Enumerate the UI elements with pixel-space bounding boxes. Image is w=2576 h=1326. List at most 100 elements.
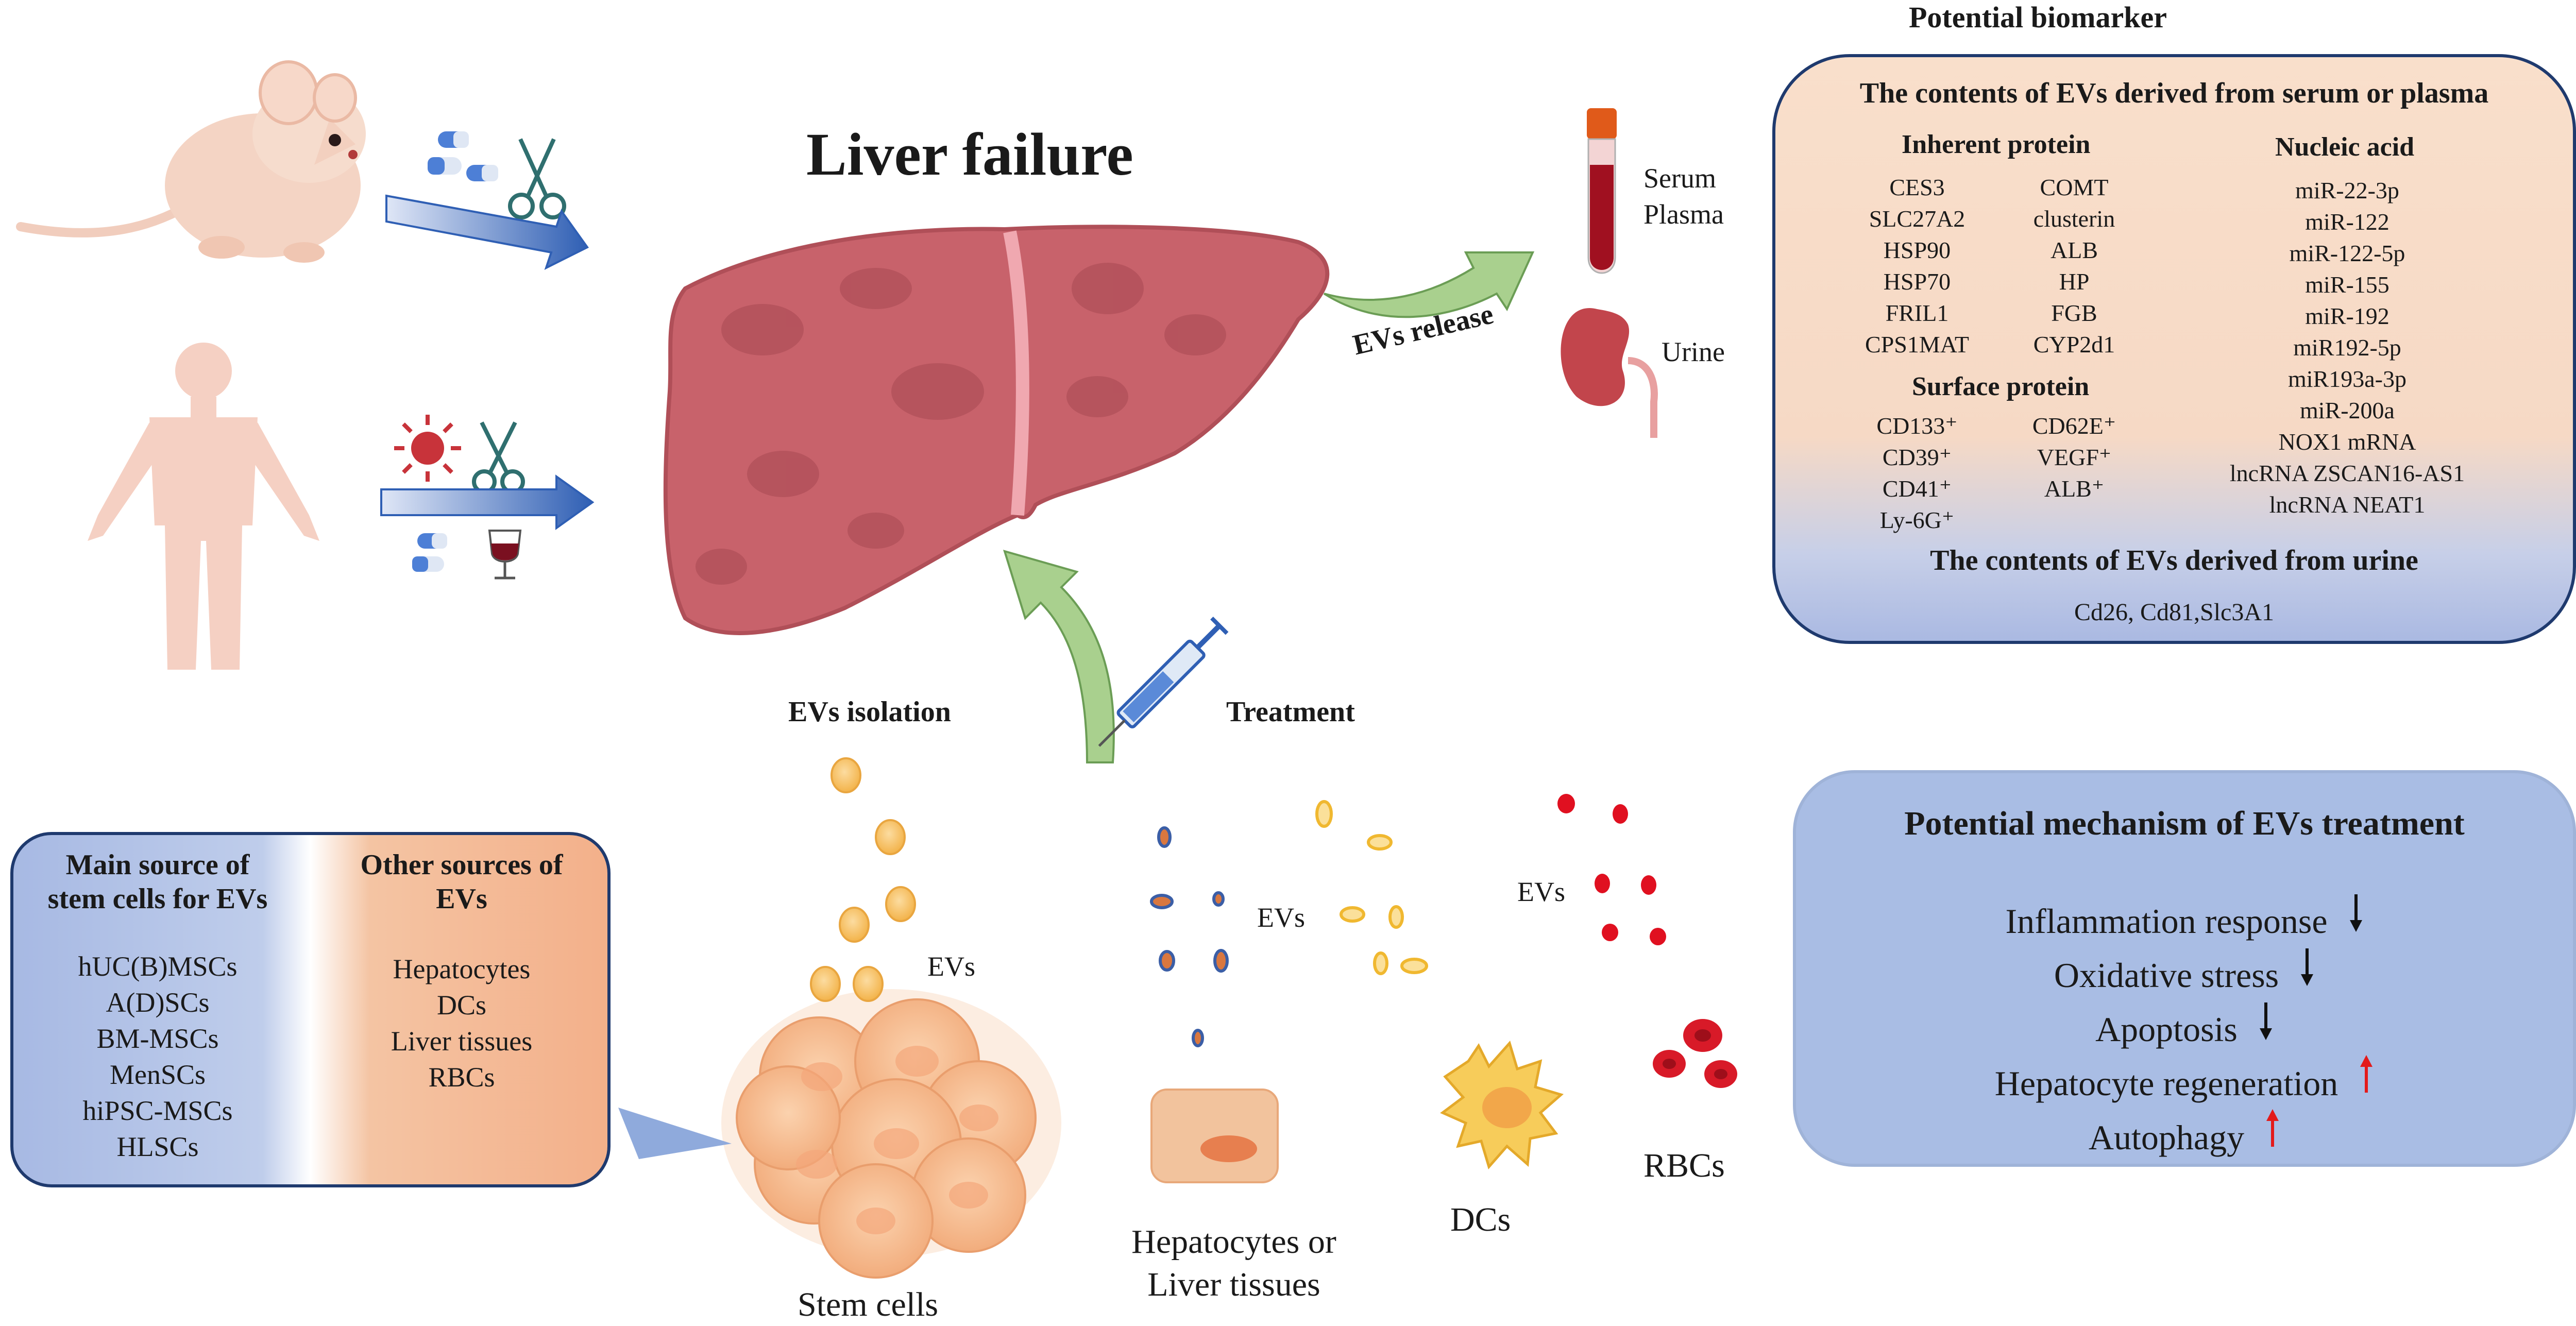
list-item: SLC27A2	[1869, 206, 1965, 232]
list-item: HP	[2059, 268, 2090, 295]
virus-icon	[394, 415, 461, 482]
list-item: ALB⁺	[2044, 475, 2105, 502]
rbc-evs	[1557, 794, 1666, 945]
scissors-icon	[508, 138, 566, 219]
hepatocyte-evs	[1150, 826, 1229, 1047]
list-item: HSP90	[1883, 237, 1951, 263]
dcs-label: DCs	[1450, 1201, 1511, 1238]
list-item: miR-22-3p	[2295, 177, 2399, 203]
other-source-list: Hepatocytes DCs Liver tissues RBCs	[317, 951, 606, 1095]
inherent-protein-col2: COMT clusterin ALB HP FGB CYP2d1	[2010, 172, 2139, 360]
syringe-icon	[1098, 616, 1229, 747]
liver-illustration	[663, 225, 1330, 635]
list-item: Liver tissues	[391, 1026, 533, 1057]
list-item: miR192-5p	[2293, 334, 2401, 361]
other-source-heading-line1: Other sources of	[360, 849, 563, 881]
serum-label: Serum	[1643, 163, 1716, 194]
list-item: Oxidative stress	[1796, 946, 2573, 1000]
list-item: DCs	[436, 990, 487, 1021]
mechanism-list: Inflammation response Oxidative stress A…	[1796, 892, 2573, 1162]
list-item: hiPSC-MSCs	[82, 1095, 233, 1126]
list-item: HLSCs	[116, 1131, 199, 1162]
evs-label-stem: EVs	[927, 951, 975, 982]
list-item: Hepatocyte regeneration	[1796, 1054, 2573, 1108]
stem-cells-cluster	[721, 989, 1061, 1279]
list-item: CD39⁺	[1882, 444, 1952, 470]
potential-biomarker-heading: Potential biomarker	[1909, 1, 2167, 34]
main-source-list: hUC(B)MSCs A(D)SCs BM-MSCs MenSCs hiPSC-…	[13, 948, 302, 1165]
inherent-protein-col1: CES3 SLC27A2 HSP90 HSP70 FRIL1 CPS1MAT	[1853, 172, 1981, 360]
list-item: hUC(B)MSCs	[78, 951, 238, 982]
dc-evs	[1315, 800, 1428, 975]
mechanism-heading: Potential mechanism of EVs treatment	[1904, 805, 2465, 842]
hepatocytes-label-line1: Hepatocytes or	[1131, 1223, 1336, 1261]
plasma-label: Plasma	[1643, 199, 1724, 230]
arrow-down-icon	[2258, 1000, 2274, 1054]
nucleic-acid-list: miR-22-3p miR-122 miR-122-5p miR-155 miR…	[2203, 175, 2492, 520]
list-item: miR-122	[2305, 209, 2389, 235]
urine-heading: The contents of EVs derived from urine	[1930, 545, 2418, 576]
list-item: miR193a-3p	[2288, 366, 2406, 392]
surface-protein-heading: Surface protein	[1912, 372, 2090, 401]
arrow-evs-isolation	[1003, 550, 1115, 763]
list-item: A(D)SCs	[106, 987, 210, 1018]
arrow-to-sources	[618, 1108, 732, 1159]
hepatocytes-label-line2: Liver tissues	[1147, 1265, 1320, 1303]
list-item: MenSCs	[109, 1059, 206, 1090]
other-source-heading: Other sources of EVs	[317, 848, 606, 916]
evs-label-rbc: EVs	[1517, 876, 1565, 907]
list-item: lncRNA ZSCAN16-AS1	[2229, 460, 2465, 486]
rbcs-label: RBCs	[1643, 1147, 1725, 1184]
blood-tube-icon	[1587, 108, 1617, 274]
evs-isolation-label: EVs isolation	[788, 696, 951, 728]
list-item: Autophagy	[1796, 1108, 2573, 1162]
treatment-label: Treatment	[1226, 696, 1355, 728]
list-item: CES3	[1889, 174, 1945, 200]
mouse-icon	[16, 60, 366, 263]
list-item: CD62E⁺	[2032, 413, 2116, 439]
arrow-down-icon	[2348, 892, 2364, 946]
surface-protein-col1: CD133⁺ CD39⁺ CD41⁺ Ly-6G⁺	[1853, 410, 1981, 536]
list-item: HSP70	[1883, 268, 1951, 295]
arrow-evs-release	[1323, 251, 1535, 318]
main-source-heading: Main source of stem cells for EVs	[13, 848, 302, 916]
list-item: CD133⁺	[1876, 413, 1958, 439]
dendritic-cell	[1440, 1040, 1564, 1170]
list-item: NOX1 mRNA	[2278, 429, 2416, 455]
list-item: Ly-6G⁺	[1879, 507, 1955, 533]
hepatocyte-cell	[1150, 1089, 1279, 1183]
sources-panel: Main source of stem cells for EVs hUC(B)…	[10, 832, 611, 1187]
list-item: COMT	[2040, 174, 2109, 200]
arrow-human-to-liver	[380, 474, 595, 530]
inherent-protein-heading: Inherent protein	[1902, 130, 2091, 159]
hepatocytes-label: Hepatocytes or Liver tissues	[1115, 1221, 1352, 1306]
kidney-icon	[1561, 308, 1658, 438]
mechanism-panel: Potential mechanism of EVs treatment Inf…	[1793, 770, 2576, 1167]
urine-items: Cd26, Cd81,Slc3A1	[2074, 599, 2275, 626]
page-title: Liver failure	[806, 121, 1133, 188]
stem-cell-evs	[810, 757, 916, 1002]
list-item: CD41⁺	[1882, 475, 1952, 502]
list-item: FGB	[2051, 300, 2097, 326]
serum-plasma-heading: The contents of EVs derived from serum o…	[1859, 77, 2489, 109]
main-source-heading-line1: Main source of	[65, 849, 250, 881]
list-item: FRIL1	[1885, 300, 1949, 326]
evs-label-hepatocyte: EVs	[1257, 902, 1305, 933]
biomarker-panel: The contents of EVs derived from serum o…	[1772, 54, 2576, 644]
list-item: VEGF⁺	[2037, 444, 2112, 470]
arrow-down-icon	[2299, 946, 2315, 1000]
arrow-mouse-to-liver	[385, 194, 589, 270]
main-source-heading-line2: stem cells for EVs	[47, 883, 268, 915]
arrow-up-icon	[2359, 1054, 2374, 1108]
list-item: Apoptosis	[1796, 1000, 2573, 1054]
list-item: RBCs	[428, 1062, 495, 1093]
pills-icon	[428, 131, 498, 181]
surface-protein-col2: CD62E⁺ VEGF⁺ ALB⁺	[2010, 410, 2139, 504]
list-item: CPS1MAT	[1865, 331, 1969, 358]
list-item: Inflammation response	[1796, 892, 2573, 946]
arrow-up-icon	[2265, 1108, 2280, 1162]
list-item: miR-122-5p	[2289, 240, 2405, 266]
list-item: miR-200a	[2300, 397, 2395, 423]
other-source-heading-line2: EVs	[436, 883, 487, 915]
